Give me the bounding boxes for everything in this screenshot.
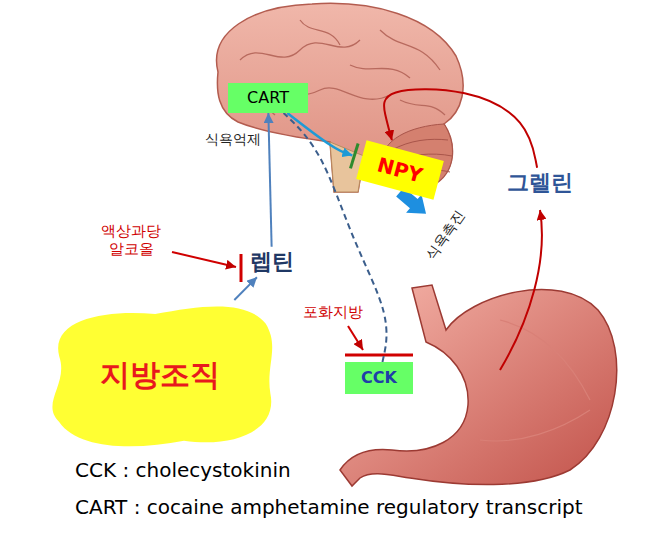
abbreviation-note: CART : cocaine amphetamine regulatory tr… — [75, 495, 583, 519]
connector — [287, 113, 352, 155]
connector — [268, 113, 271, 247]
brain-gyri — [232, 20, 445, 115]
node-text: 지방조직 — [100, 357, 220, 393]
stomach-illustration — [340, 285, 617, 486]
inhibitor-label: 액상과당 알코올 — [95, 222, 167, 258]
cart-box: CART — [228, 83, 308, 113]
stomach-outline — [340, 285, 617, 486]
node-text: 렙틴 — [250, 249, 294, 275]
hormone-label-node: 그렐린 — [503, 168, 577, 198]
connector — [234, 277, 257, 300]
node-text: NPY — [375, 152, 426, 187]
node-text: 그렐린 — [507, 170, 573, 196]
node-text: CART — [247, 88, 289, 107]
blob-shape — [52, 306, 272, 446]
inhibitor-arrow — [172, 252, 236, 267]
npy-box: NPY — [356, 140, 444, 199]
effect-label: 식욕억제 — [205, 131, 261, 148]
inhibition-bar — [350, 144, 358, 169]
hormone-label-node: 렙틴 — [246, 247, 298, 277]
ghrelin-release-arrow — [500, 210, 542, 370]
abbreviation-note: CCK : cholecystokinin — [75, 458, 291, 482]
inhibition-bar — [345, 354, 413, 357]
inhibitor-label: 포화지방 — [303, 303, 363, 321]
inhibition-bar — [240, 254, 243, 282]
stomach-folds — [480, 320, 590, 441]
cck-box: CCK — [345, 362, 413, 394]
effect-label: 식욕촉진 — [422, 207, 468, 263]
inhibitor-arrow — [348, 326, 363, 350]
node-text: CCK — [361, 368, 397, 387]
adipose-tissue-blob: 지방조직 — [40, 300, 280, 450]
